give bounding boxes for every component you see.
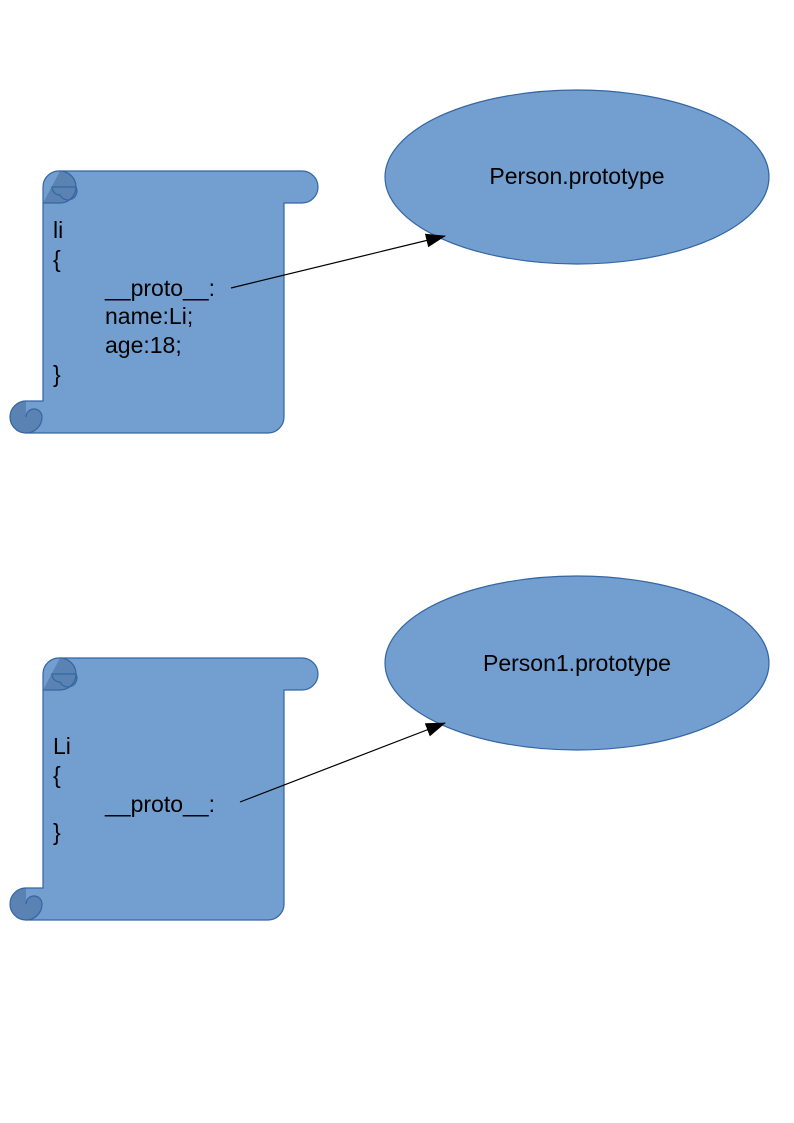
scroll-body bbox=[14, 170, 319, 434]
code-line-open-brace: { bbox=[53, 246, 61, 272]
scroll-bottom-curl bbox=[9, 887, 43, 921]
code-line-close-brace: } bbox=[53, 361, 61, 387]
arrow-proto-to-person-prototype bbox=[230, 233, 446, 289]
scroll-top-curl bbox=[43, 657, 78, 691]
code-line-close-brace: } bbox=[53, 819, 61, 845]
scroll-top-curl bbox=[43, 170, 78, 204]
code-line-proto: __proto__: bbox=[105, 791, 215, 817]
scroll-bottom-curl bbox=[9, 400, 43, 434]
scroll-body bbox=[14, 657, 319, 921]
code-line-object-name: Li bbox=[53, 733, 71, 759]
scroll-shape-li bbox=[9, 170, 319, 434]
ellipse-label-person-prototype: Person.prototype bbox=[489, 163, 665, 189]
code-line-object-name: li bbox=[53, 217, 64, 243]
ellipse-label-person1-prototype: Person1.prototype bbox=[483, 650, 671, 676]
arrow-proto-to-person1-prototype bbox=[239, 722, 446, 803]
code-line-open-brace: { bbox=[53, 762, 61, 788]
scroll-shape-Li bbox=[9, 657, 319, 921]
ellipse-person-prototype bbox=[384, 89, 770, 265]
code-line-name: name:Li; bbox=[105, 303, 194, 329]
ellipse-person1-prototype bbox=[384, 575, 770, 751]
code-line-proto: __proto__: bbox=[105, 275, 215, 301]
code-line-age: age:18; bbox=[105, 332, 182, 358]
